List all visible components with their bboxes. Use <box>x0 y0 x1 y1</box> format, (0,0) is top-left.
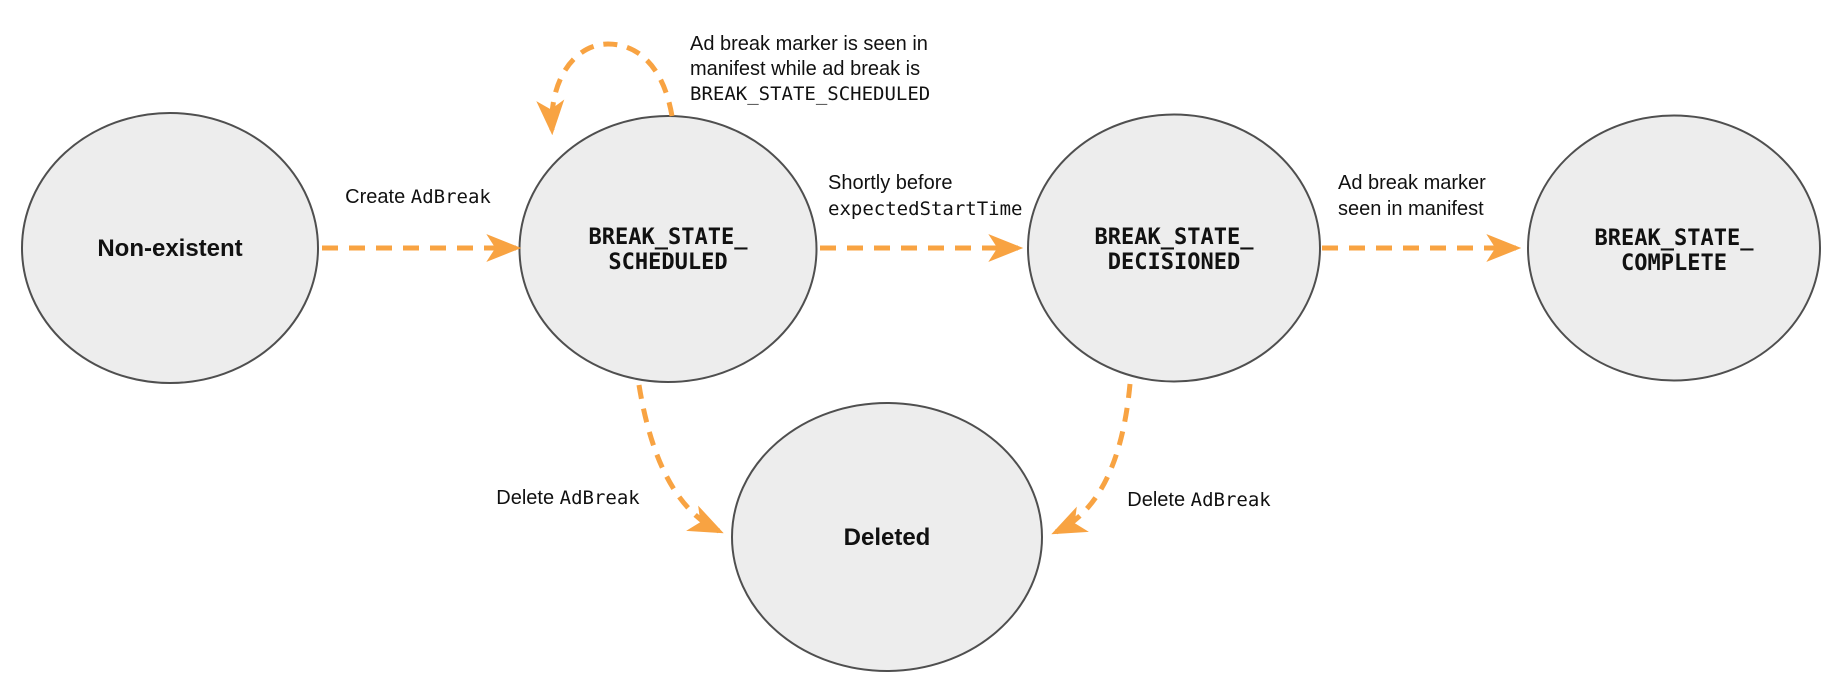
state-label-break-state-complete: BREAK_STATE_ COMPLETE <box>1595 226 1754 276</box>
state-label-non-existent: Non-existent <box>97 235 243 262</box>
transition-label-create-adbreak: Create AdBreak <box>345 184 491 210</box>
state-label-deleted: Deleted <box>843 524 931 551</box>
transition-label-code: AdBreak <box>1190 489 1271 511</box>
arrow-delete-from-decisioned <box>1051 383 1133 535</box>
state-circle-break-state-decisioned <box>1027 113 1321 383</box>
transition-label-line: Ad break marker is seen in <box>690 33 928 55</box>
state-label-break-state-decisioned: BREAK_STATE_ DECISIONED <box>1095 225 1254 275</box>
state-label-line: DECISIONED <box>1107 250 1241 275</box>
transition-label-code: AdBreak <box>410 186 491 208</box>
transition-label-text: Delete <box>496 487 560 509</box>
transition-label-line: manifest while ad break is <box>690 58 921 80</box>
state-label-line: BREAK_STATE_ <box>1094 225 1254 250</box>
transition-label-delete-adbreak-left: Delete AdBreak <box>496 485 639 511</box>
transition-label-line: Shortly before <box>828 172 953 194</box>
transition-label-code: BREAK_STATE_SCHEDULED <box>690 83 931 105</box>
transition-label-marker-seen: Ad break marker seen in manifest <box>1338 170 1486 222</box>
state-label-line: BREAK_STATE_ <box>588 225 748 250</box>
state-label-line: BREAK_STATE_ <box>1594 226 1754 251</box>
transition-label-text: Create <box>345 186 411 208</box>
state-circle-deleted <box>731 402 1043 672</box>
state-circle-non-existent <box>21 112 319 384</box>
state-label-line: SCHEDULED <box>608 250 728 275</box>
transition-label-shortly-before: Shortly before expectedStartTime <box>828 170 1022 222</box>
transition-label-line: seen in manifest <box>1338 198 1484 220</box>
arrow-self-loop-scheduled <box>536 41 675 136</box>
transition-label-code: expectedStartTime <box>828 198 1023 220</box>
state-circle-break-state-complete <box>1527 114 1821 382</box>
state-label-line: COMPLETE <box>1621 251 1727 276</box>
transition-label-self-loop: Ad break marker is seen in manifest whil… <box>690 32 930 107</box>
state-label-break-state-scheduled: BREAK_STATE_ SCHEDULED <box>589 225 748 275</box>
transition-label-code: AdBreak <box>559 487 640 509</box>
transition-label-line: Ad break marker <box>1338 172 1486 194</box>
arrow-delete-from-scheduled <box>636 384 724 534</box>
transition-label-text: Delete <box>1127 489 1191 511</box>
transition-label-delete-adbreak-right: Delete AdBreak <box>1127 487 1270 513</box>
